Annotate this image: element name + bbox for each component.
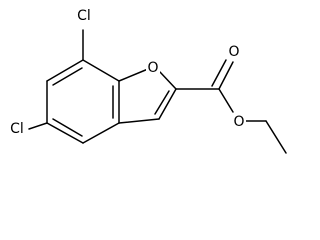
ester-group	[175, 59, 287, 154]
carbonyl-oxygen-label: O	[228, 44, 239, 60]
benzene-ring	[46, 59, 120, 144]
bond-c7-c7a	[82, 59, 120, 82]
bond-o1-c2	[159, 71, 177, 90]
atom-labels: Cl Cl O O O	[6, 7, 246, 138]
ester-oxygen-label: O	[233, 114, 244, 130]
bond-c6-c7	[46, 59, 84, 82]
bond-c4-c5	[46, 122, 84, 144]
bond-ch2-ch3	[265, 120, 287, 154]
bond-c4-c5-inner	[52, 118, 83, 137]
bond-c7a-o1	[118, 68, 149, 82]
chlorine-label-c7: Cl	[77, 8, 91, 24]
structure-diagram: Cl Cl O O O	[6, 7, 287, 154]
bond-c5-cl	[28, 122, 48, 130]
bond-carbonyl-o-ester	[218, 88, 234, 113]
bond-c3a-c4	[82, 122, 120, 144]
bond-carbonyl-o-double-2	[211, 59, 227, 87]
bond-carbonyl-o-double-1	[218, 61, 234, 90]
bond-c3-c3a	[118, 118, 160, 124]
bond-c2-c3-inner	[154, 90, 170, 115]
bond-c6-c7-inner	[52, 67, 83, 86]
furan-oxygen-label: O	[147, 60, 158, 76]
chlorine-label-c5: Cl	[10, 121, 24, 137]
bond-c2-c3	[158, 88, 177, 120]
furan-ring	[118, 68, 177, 124]
